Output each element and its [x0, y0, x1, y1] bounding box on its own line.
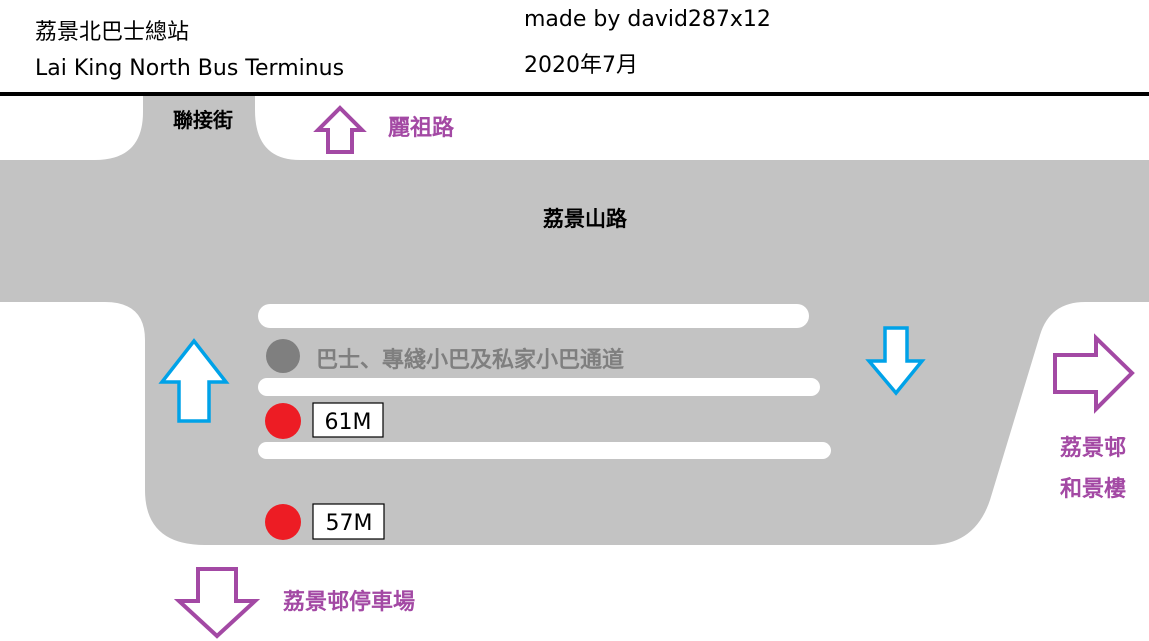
- outbound-traffic-down-arrow-icon: [865, 326, 926, 396]
- lane-island-middle: [258, 378, 820, 396]
- connector-street-label: 聯接街: [173, 108, 233, 132]
- bus-stop-61M: 61M: [265, 402, 384, 439]
- right-direction-label-line1: 荔景邨: [1060, 436, 1126, 461]
- down-direction-label: 荔景邨停車場: [283, 589, 415, 615]
- main-road-label: 荔景山路: [543, 207, 628, 231]
- passage-marker: [266, 339, 300, 373]
- right-direction-label-line2: 和景樓: [1060, 477, 1126, 502]
- up-arrow-icon: [313, 105, 367, 154]
- author-credit: made by david287x12: [524, 7, 771, 32]
- lane-island-bottom: [258, 442, 831, 459]
- route-box: [312, 503, 385, 540]
- terminus-title-english: Lai King North Bus Terminus: [35, 56, 345, 81]
- right-arrow-icon: [1053, 333, 1135, 414]
- lane-island-top: [258, 304, 809, 328]
- route-number: 61M: [325, 410, 372, 435]
- header-divider: [0, 92, 1149, 96]
- up-direction-label: 麗祖路: [388, 115, 455, 141]
- stop-marker: [265, 504, 301, 540]
- stop-marker: [265, 403, 301, 439]
- down-arrow-icon: [173, 567, 261, 639]
- terminus-title-chinese: 荔景北巴士總站: [35, 20, 190, 45]
- map-date: 2020年7月: [524, 53, 638, 78]
- inbound-traffic-up-arrow-icon: [158, 338, 230, 423]
- passage-label: 巴士、專綫小巴及私家小巴通道: [316, 347, 624, 373]
- route-number: 57M: [326, 511, 373, 536]
- bus-stop-57M: 57M: [265, 503, 385, 540]
- route-box: [312, 402, 384, 438]
